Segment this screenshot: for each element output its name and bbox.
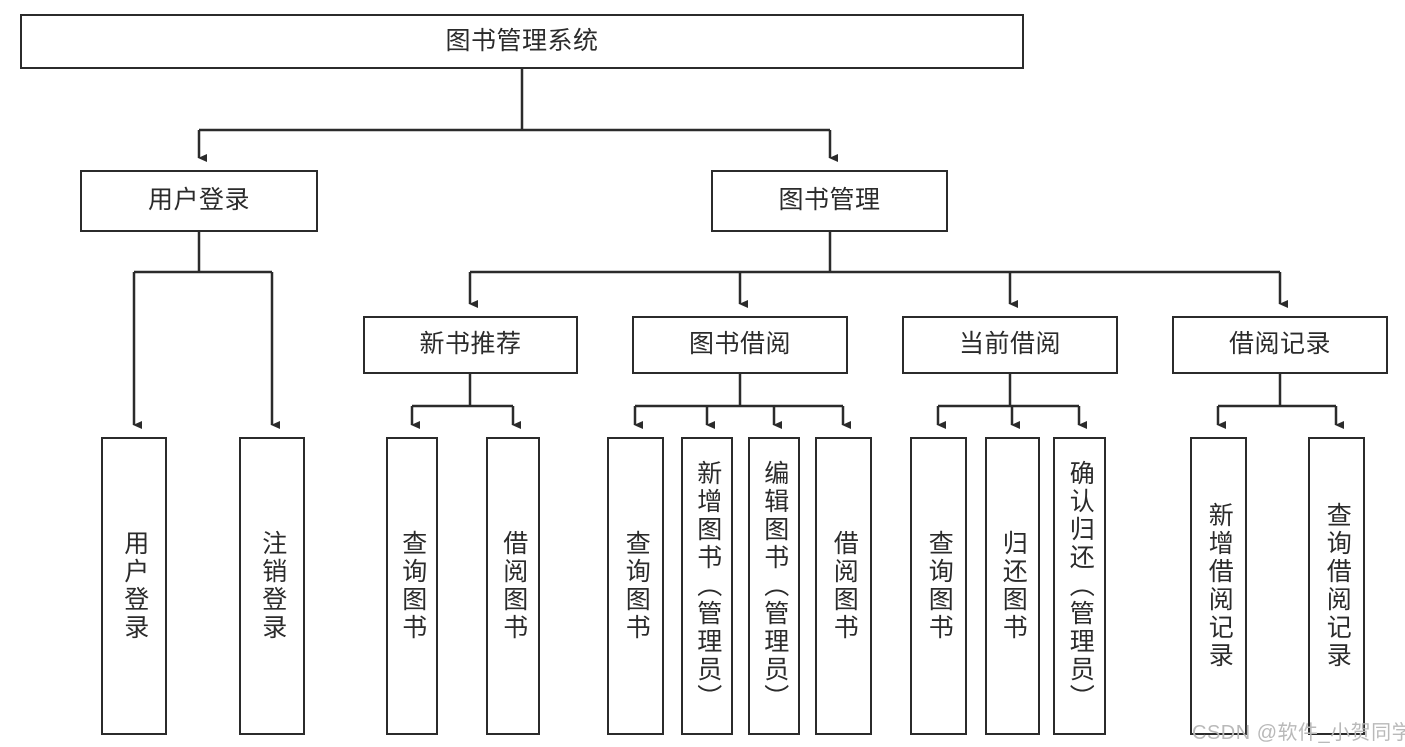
node-new-book-rec[interactable]: 新书推荐	[363, 316, 578, 374]
csdn-watermark: CSDN @软件_小贺同学	[1192, 722, 1405, 744]
node-leaf-query-book-1-label: 查询图书	[398, 530, 427, 642]
node-leaf-query-book-1[interactable]: 查询图书	[386, 437, 438, 735]
node-user-login-label: 用户登录	[147, 186, 250, 215]
node-book-manage-label: 图书管理	[778, 186, 881, 215]
node-borrow-record[interactable]: 借阅记录	[1172, 316, 1388, 374]
node-leaf-logout-label: 注销登录	[258, 530, 287, 642]
node-leaf-logout[interactable]: 注销登录	[239, 437, 305, 735]
node-leaf-query-record-label: 查询借阅记录	[1323, 502, 1352, 670]
node-root[interactable]: 图书管理系统	[20, 14, 1024, 69]
node-leaf-query-book-3[interactable]: 查询图书	[910, 437, 967, 735]
node-leaf-confirm-return-label: 确认归还（管理员）	[1066, 460, 1095, 712]
node-leaf-add-book-label: 新增图书（管理员）	[693, 460, 722, 712]
node-root-label: 图书管理系统	[445, 26, 599, 55]
node-leaf-return-book-label: 归还图书	[999, 530, 1028, 642]
node-leaf-query-record[interactable]: 查询借阅记录	[1308, 437, 1365, 735]
node-book-borrow[interactable]: 图书借阅	[632, 316, 848, 374]
node-new-book-rec-label: 新书推荐	[419, 330, 522, 359]
node-leaf-borrow-book-1[interactable]: 借阅图书	[486, 437, 540, 735]
node-book-manage[interactable]: 图书管理	[711, 170, 948, 232]
node-leaf-user-login[interactable]: 用户登录	[101, 437, 167, 735]
node-leaf-user-login-label: 用户登录	[120, 530, 149, 642]
node-leaf-add-record-label: 新增借阅记录	[1205, 502, 1234, 670]
node-leaf-borrow-book-1-label: 借阅图书	[499, 530, 528, 642]
node-leaf-borrow-book-2-label: 借阅图书	[830, 530, 859, 642]
node-leaf-borrow-book-2[interactable]: 借阅图书	[815, 437, 872, 735]
node-leaf-query-book-2[interactable]: 查询图书	[607, 437, 664, 735]
node-book-borrow-label: 图书借阅	[688, 330, 791, 359]
node-borrow-record-label: 借阅记录	[1228, 330, 1331, 359]
node-leaf-query-book-3-label: 查询图书	[925, 530, 954, 642]
node-leaf-edit-book-label: 编辑图书（管理员）	[760, 460, 789, 712]
node-leaf-add-book[interactable]: 新增图书（管理员）	[681, 437, 733, 735]
node-leaf-edit-book[interactable]: 编辑图书（管理员）	[748, 437, 800, 735]
node-leaf-add-record[interactable]: 新增借阅记录	[1190, 437, 1247, 735]
node-user-login[interactable]: 用户登录	[80, 170, 318, 232]
node-current-borrow[interactable]: 当前借阅	[902, 316, 1118, 374]
node-leaf-query-book-2-label: 查询图书	[622, 530, 651, 642]
node-leaf-confirm-return[interactable]: 确认归还（管理员）	[1053, 437, 1106, 735]
node-current-borrow-label: 当前借阅	[958, 330, 1061, 359]
node-leaf-return-book[interactable]: 归还图书	[985, 437, 1040, 735]
